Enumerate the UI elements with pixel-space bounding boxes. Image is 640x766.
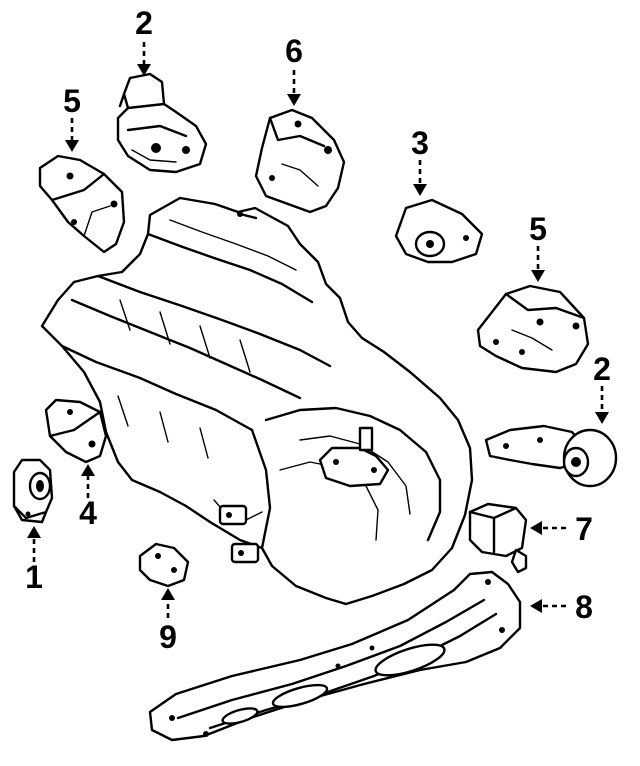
callout-8: 8 (575, 589, 593, 625)
callout-5-left: 5 (63, 83, 81, 119)
callout-4: 4 (79, 495, 97, 531)
callout-arrows (27, 42, 609, 618)
callout-7: 7 (575, 511, 593, 547)
mount-3-part (394, 198, 484, 264)
mount-1-part (12, 458, 54, 524)
mount-5-right-part (476, 284, 590, 374)
callout-labels: 2 6 5 3 5 2 1 4 7 8 9 (25, 5, 611, 655)
sensor-7-part (468, 502, 528, 574)
callout-2-top: 2 (135, 5, 153, 41)
callout-9: 9 (159, 619, 177, 655)
callout-6: 6 (285, 33, 303, 69)
bracket-9-part (138, 542, 190, 588)
bracket-4-part (44, 398, 108, 464)
callout-2-right: 2 (593, 351, 611, 387)
bracket-5-left-part (38, 154, 126, 254)
callout-3: 3 (411, 125, 429, 161)
bracket-6-part (254, 108, 346, 214)
mount-2-top-part (116, 72, 208, 174)
crossmember-8-part (148, 570, 522, 742)
callout-1: 1 (25, 559, 43, 595)
mount-2-right-part (484, 424, 618, 488)
engine-transmission-assembly (40, 196, 474, 606)
callout-5-right: 5 (529, 211, 547, 247)
